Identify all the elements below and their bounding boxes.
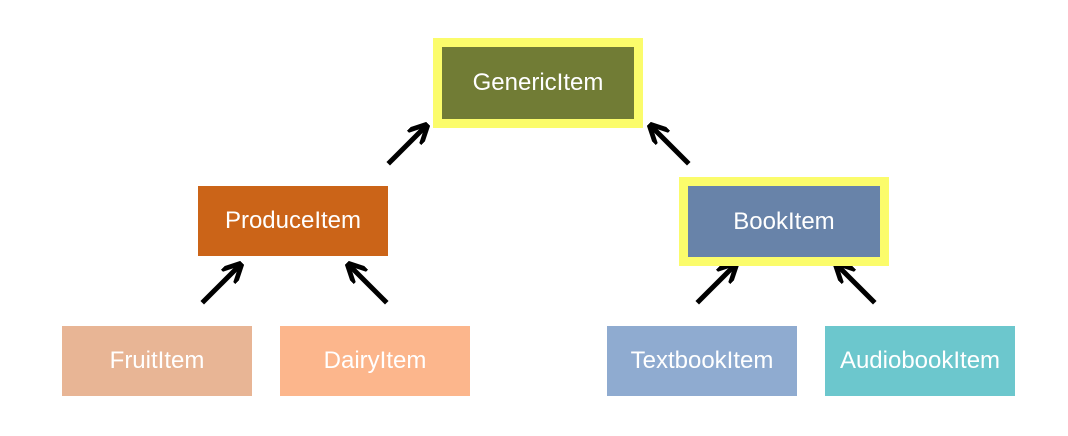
node-label: AudiobookItem xyxy=(839,347,1001,374)
node-label: DairyItem xyxy=(323,347,427,374)
node-generic-item: GenericItem xyxy=(433,38,643,128)
node-label: ProduceItem xyxy=(224,207,362,234)
arrow-fruit-to-produce xyxy=(200,267,238,305)
node-dairy-item: DairyItem xyxy=(280,326,470,396)
arrow-audiobook-to-book xyxy=(839,267,877,305)
node-label: FruitItem xyxy=(109,347,205,374)
node-audiobook-item: AudiobookItem xyxy=(825,326,1015,396)
node-label: GenericItem xyxy=(472,69,604,96)
node-produce-item: ProduceItem xyxy=(198,186,388,256)
node-book-item: BookItem xyxy=(679,177,889,266)
node-fruit-item: FruitItem xyxy=(62,326,252,396)
arrow-textbook-to-book xyxy=(695,267,733,305)
arrow-dairy-to-produce xyxy=(351,267,389,305)
arrow-book-to-generic xyxy=(653,128,691,166)
node-textbook-item: TextbookItem xyxy=(607,326,797,396)
arrow-produce-to-generic xyxy=(386,128,424,166)
node-label: BookItem xyxy=(733,207,835,235)
node-label: TextbookItem xyxy=(630,347,774,374)
